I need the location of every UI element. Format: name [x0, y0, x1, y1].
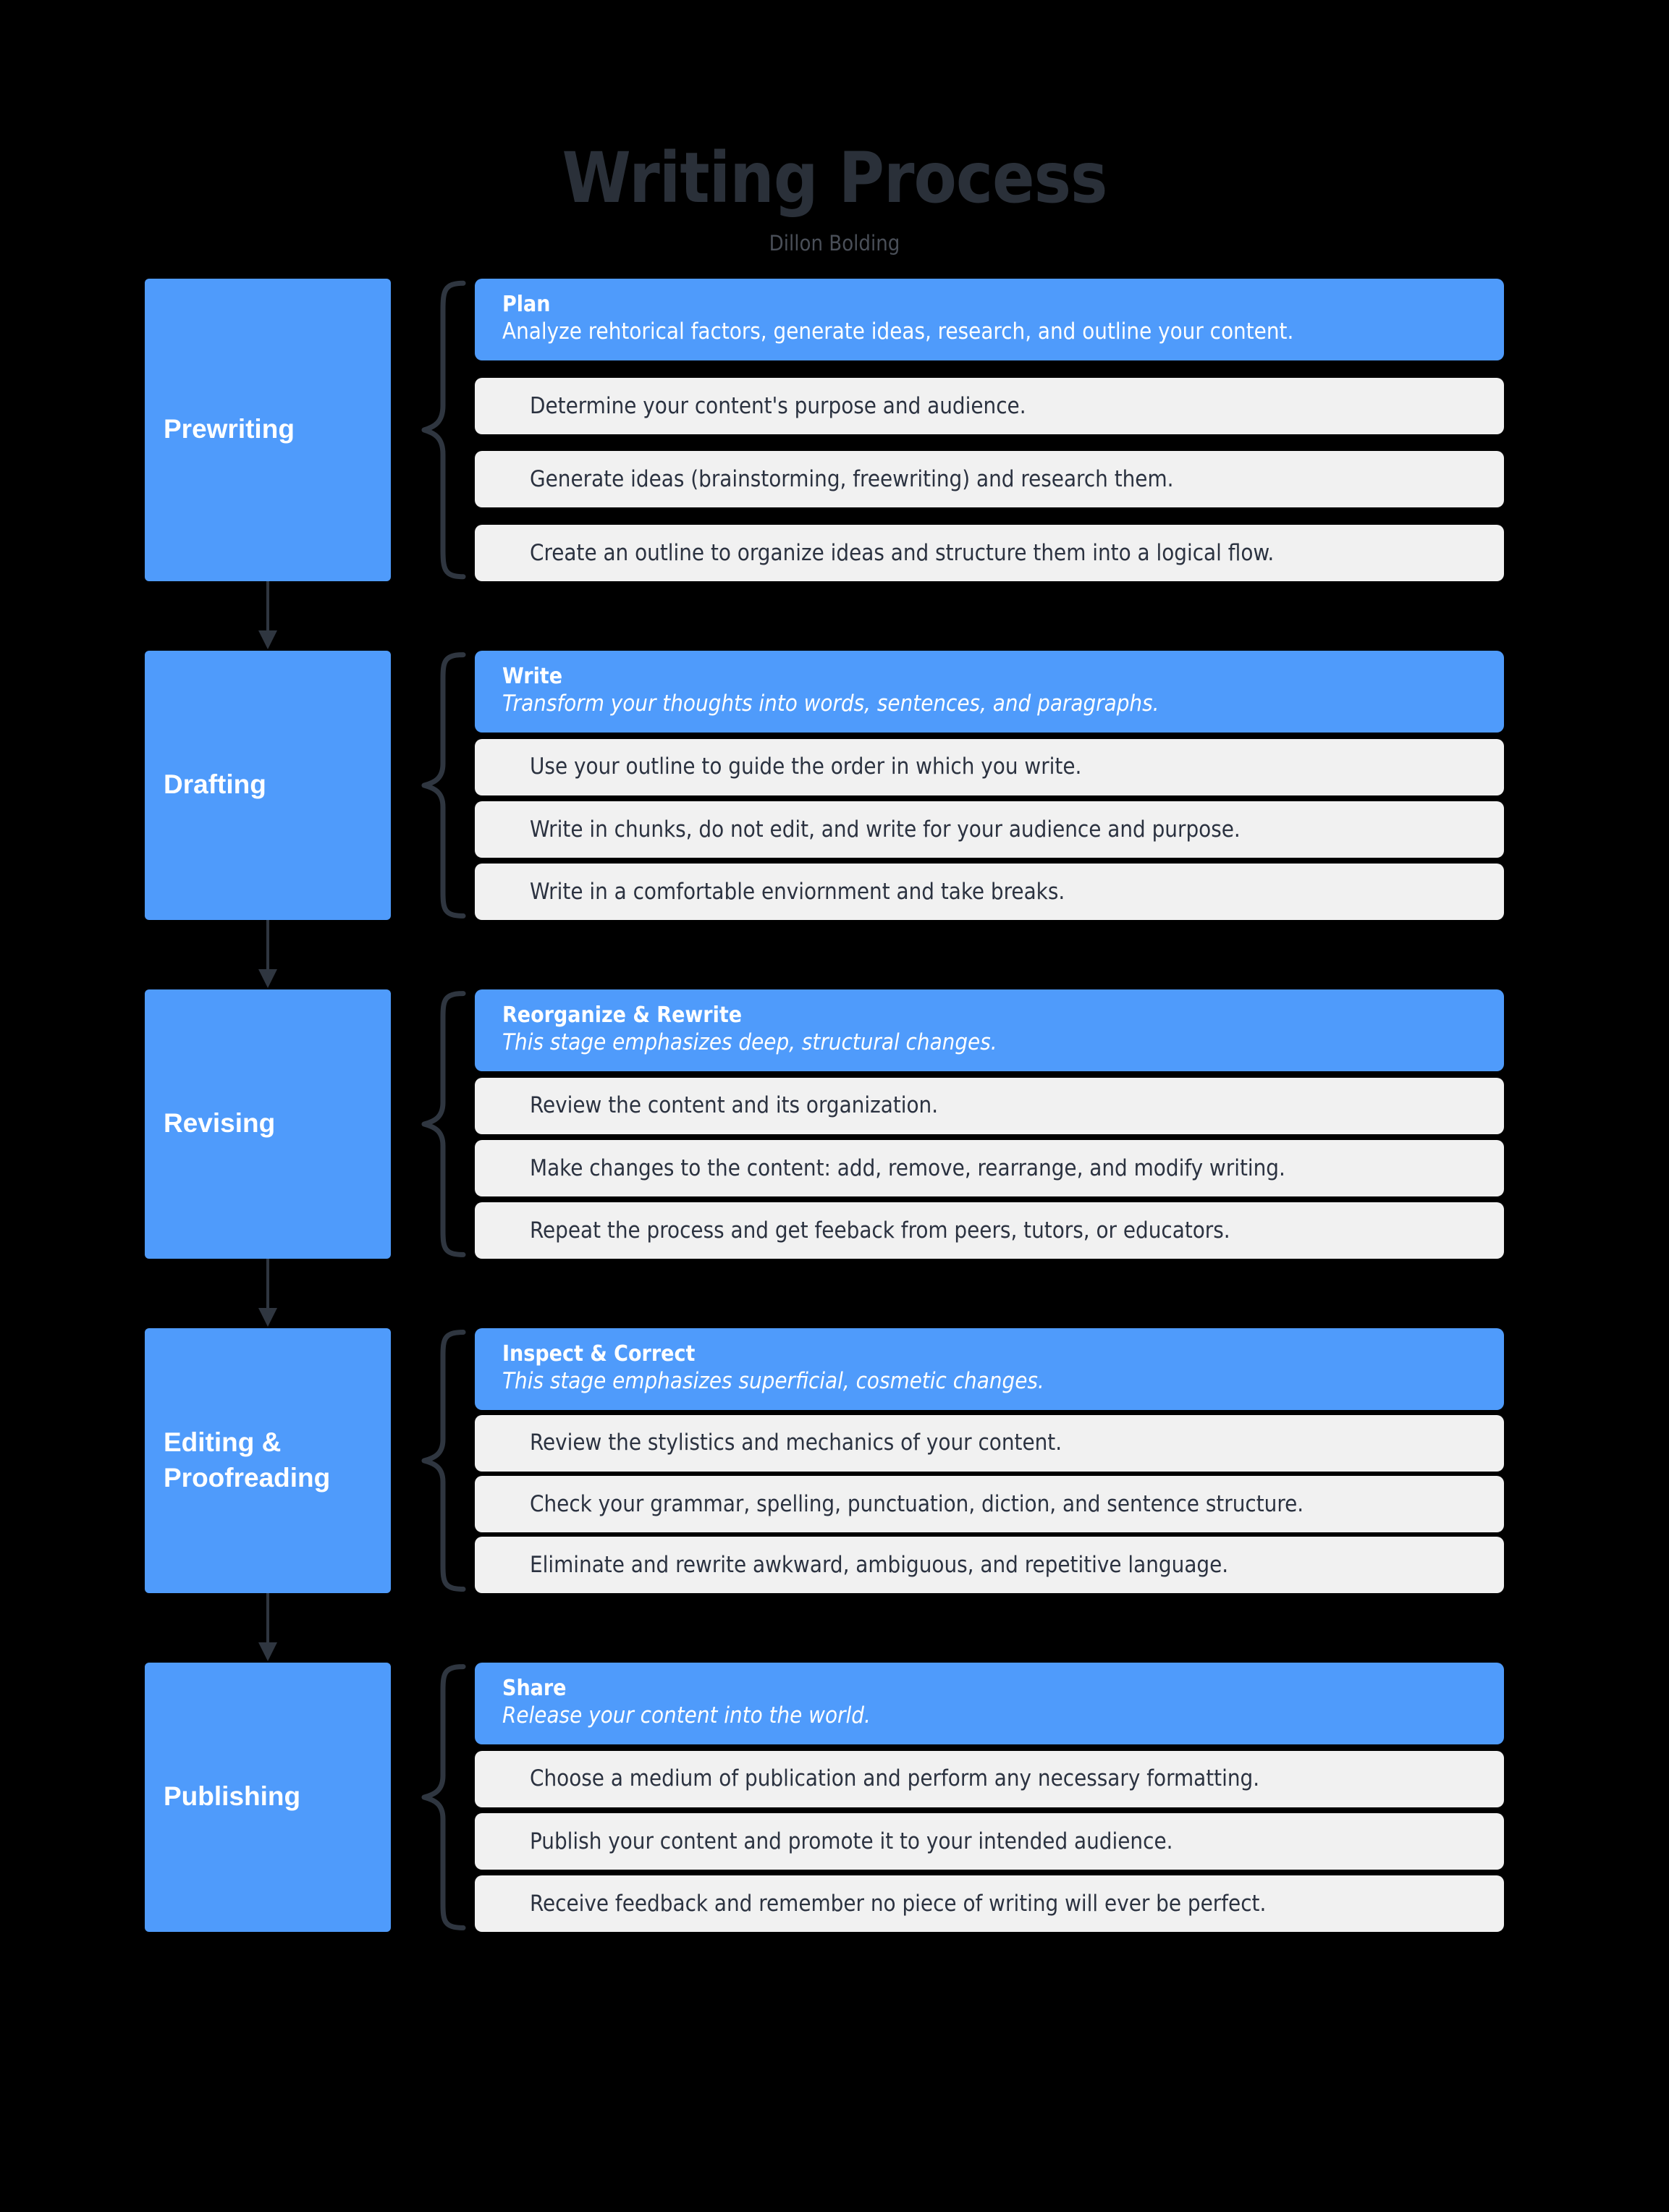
stage-step-card[interactable]: Determine your content's purpose and aud…: [475, 377, 1504, 434]
arrow-shaft: [266, 919, 269, 974]
stage-step-card[interactable]: Choose a medium of publication and perfo…: [475, 1750, 1504, 1807]
stage-step-card[interactable]: Make changes to the content: add, remove…: [475, 1139, 1504, 1196]
curly-brace-icon: [401, 651, 466, 920]
stage-step-card[interactable]: Publish your content and promote it to y…: [475, 1812, 1504, 1870]
flow-arrow-down-icon: [258, 1592, 277, 1663]
stage-step-card[interactable]: Generate ideas (brainstorming, freewriti…: [475, 451, 1504, 508]
arrow-head: [258, 1642, 277, 1661]
stage-summary-description: Transform your thoughts into words, sent…: [502, 691, 1159, 717]
flow-arrow-down-icon: [258, 919, 277, 989]
stage-step-text: Receive feedback and remember no piece o…: [530, 1890, 1267, 1917]
stage-summary-description: This stage emphasizes deep, structural c…: [502, 1029, 997, 1056]
stage-summary-title: Plan: [502, 291, 551, 317]
stage-summary-title: Reorganize & Rewrite: [502, 1002, 743, 1028]
stage-step-text: Write in a comfortable enviornment and t…: [530, 878, 1065, 905]
stage-label: Drafting: [164, 769, 266, 800]
arrow-shaft: [266, 1258, 269, 1312]
arrow-head: [258, 630, 277, 649]
curly-brace-icon: [401, 1663, 466, 1932]
arrow-shaft: [266, 581, 269, 635]
stage-summary-description: Analyze rehtorical factors, generate ide…: [502, 318, 1294, 345]
arrow-head: [258, 968, 277, 988]
stage-step-card[interactable]: Check your grammar, spelling, punctuatio…: [475, 1475, 1504, 1532]
stage-summary-description: Release your content into the world.: [502, 1702, 871, 1729]
stage-box-editing-proofreading[interactable]: Editing & Proofreading: [145, 1327, 391, 1661]
page-header: Writing Process Dillon Bolding: [0, 0, 1669, 256]
stage-step-card[interactable]: Review the stylistics and mechanics of y…: [475, 1414, 1504, 1472]
stage-summary-description: This stage emphasizes superficial, cosme…: [502, 1368, 1044, 1395]
stage-step-card[interactable]: Eliminate and rewrite awkward, ambiguous…: [475, 1536, 1504, 1593]
stage-label: Publishing: [164, 1781, 301, 1812]
stage-step-text: Choose a medium of publication and perfo…: [530, 1765, 1260, 1792]
stage-step-text: Eliminate and rewrite awkward, ambiguous…: [530, 1551, 1229, 1578]
brace-connector: [391, 1328, 475, 1593]
stage-step-card[interactable]: Create an outline to organize ideas and …: [475, 524, 1504, 581]
arrow-shaft: [266, 1592, 269, 1647]
brace-connector: [391, 279, 475, 581]
stage-step-text: Make changes to the content: add, remove…: [530, 1154, 1285, 1181]
stage-box-prewriting[interactable]: Prewriting: [145, 278, 391, 649]
stage-step-card[interactable]: Repeat the process and get feeback from …: [475, 1202, 1504, 1259]
brace-connector: [391, 1663, 475, 1932]
stage-step-card[interactable]: Write in a comfortable enviornment and t…: [475, 863, 1504, 920]
page-subtitle: Dillon Bolding: [769, 230, 900, 256]
curly-brace-icon: [401, 279, 466, 581]
brace-connector: [391, 989, 475, 1259]
stage-summary-title: Inspect & Correct: [502, 1341, 696, 1367]
stage-step-card[interactable]: Receive feedback and remember no piece o…: [475, 1875, 1504, 1932]
stage-step-text: Review the content and its organization.: [530, 1092, 939, 1119]
stage-summary-title: Share: [502, 1675, 567, 1701]
stage-summary-title: Write: [502, 663, 563, 689]
flow-arrow-down-icon: [258, 1258, 277, 1328]
stage-step-card[interactable]: Use your outline to guide the order in w…: [475, 738, 1504, 795]
stage-step-text: Check your grammar, spelling, punctuatio…: [530, 1490, 1304, 1517]
curly-brace-icon: [401, 1328, 466, 1593]
arrow-head: [258, 1307, 277, 1327]
stage-step-text: Write in chunks, do not edit, and write …: [530, 816, 1241, 843]
stage-box-drafting[interactable]: Drafting: [145, 650, 391, 988]
stage-step-text: Generate ideas (brainstorming, freewriti…: [530, 466, 1174, 493]
stage-step-text: Use your outline to guide the order in w…: [530, 753, 1082, 780]
stage-step-text: Repeat the process and get feeback from …: [530, 1217, 1230, 1244]
page-title: Writing Process: [562, 138, 1108, 219]
stage-step-text: Review the stylistics and mechanics of y…: [530, 1430, 1062, 1456]
stage-step-text: Determine your content's purpose and aud…: [530, 392, 1026, 419]
stage-box-revising[interactable]: Revising: [145, 989, 391, 1327]
stage-step-card[interactable]: Write in chunks, do not edit, and write …: [475, 801, 1504, 858]
brace-connector: [391, 651, 475, 920]
stage-step-text: Create an outline to organize ideas and …: [530, 539, 1275, 566]
stage-box-publishing[interactable]: Publishing: [145, 1662, 391, 1932]
stage-label: Editing & Proofreading: [164, 1427, 331, 1493]
flow-arrow-down-icon: [258, 581, 277, 651]
stage-label: Prewriting: [164, 414, 295, 444]
stage-step-card[interactable]: Review the content and its organization.: [475, 1077, 1504, 1134]
stage-label: Revising: [164, 1108, 276, 1139]
curly-brace-icon: [401, 989, 466, 1259]
stage-step-text: Publish your content and promote it to y…: [530, 1828, 1173, 1854]
